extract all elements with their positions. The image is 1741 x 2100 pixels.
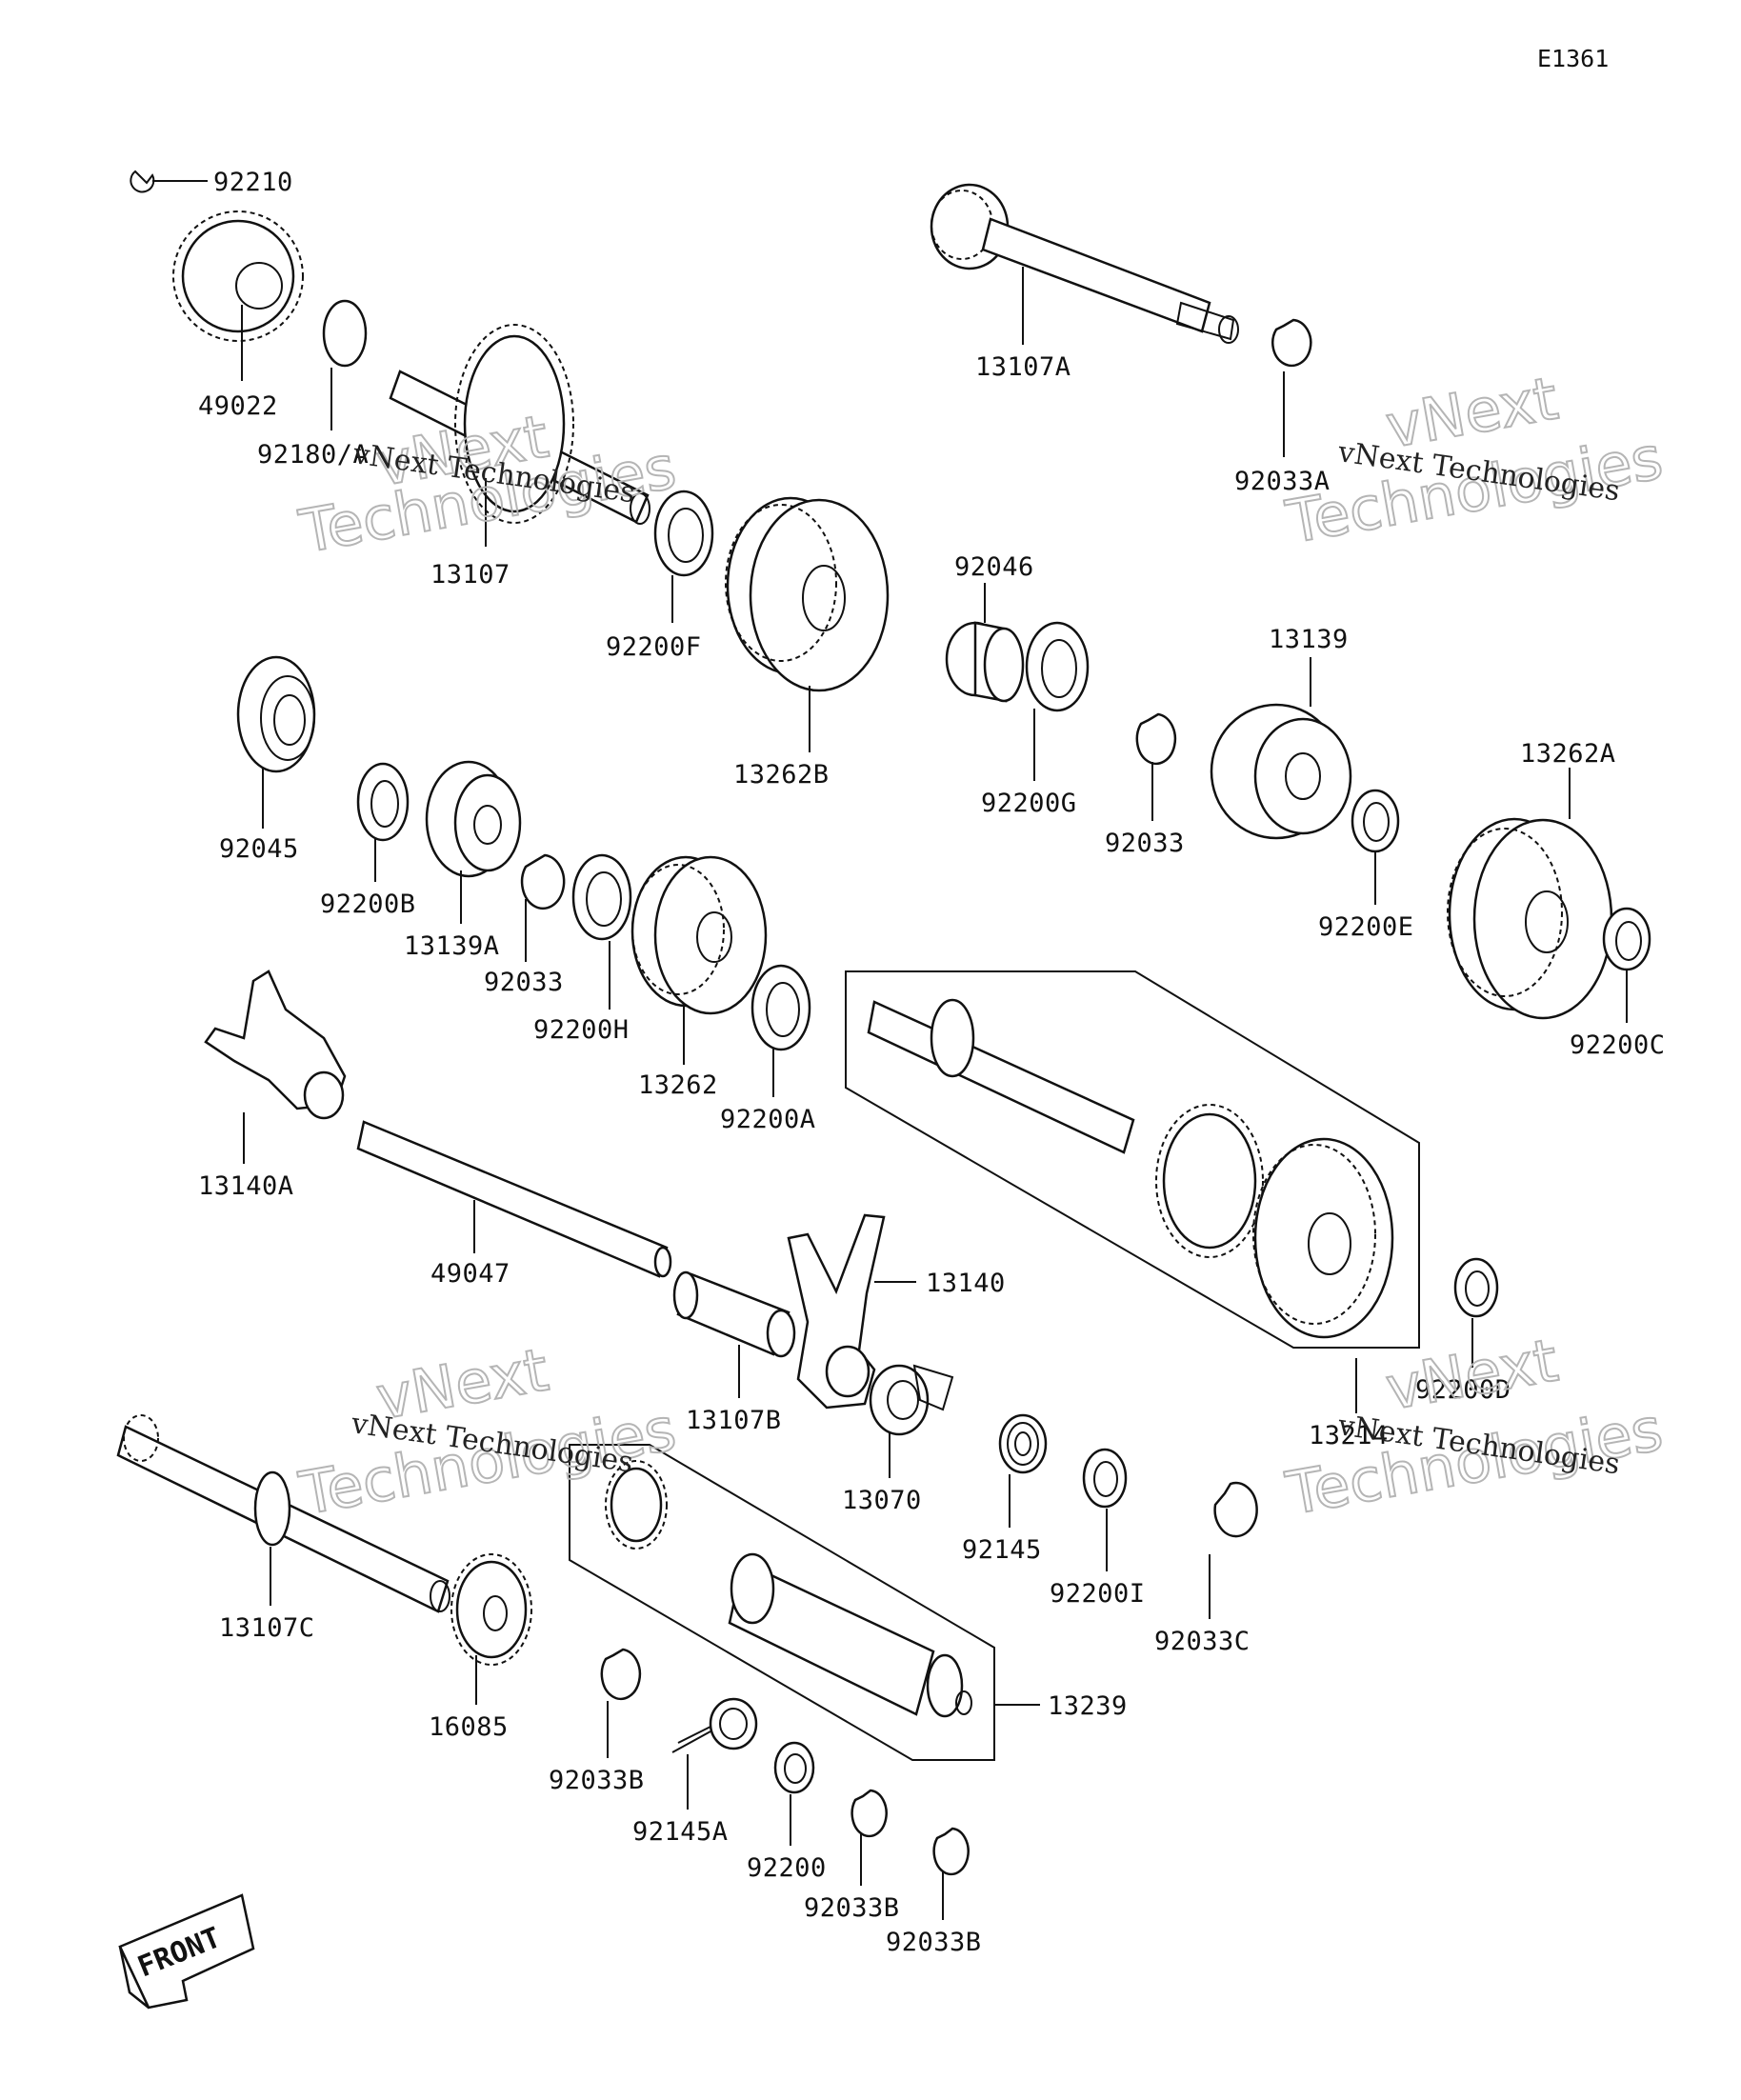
part-label-13107[interactable]: 13107 — [430, 560, 510, 590]
part-label-13239[interactable]: 13239 — [1048, 1691, 1128, 1721]
part-92200H-drawing — [571, 853, 632, 941]
part-label-13262B[interactable]: 13262B — [733, 760, 830, 790]
part-label-13140A[interactable]: 13140A — [198, 1171, 294, 1201]
part-label-92200[interactable]: 92200 — [747, 1853, 827, 1883]
part-92033B-3-drawing — [932, 1827, 970, 1876]
part-49047-drawing — [356, 1120, 672, 1278]
part-label-92200H[interactable]: 92200H — [533, 1015, 630, 1045]
part-label-92200F[interactable]: 92200F — [606, 632, 702, 662]
part-label-13107B[interactable]: 13107B — [686, 1406, 782, 1435]
part-label-92033-right[interactable]: 92033 — [1105, 829, 1185, 858]
part-92200G-drawing — [1025, 621, 1090, 712]
part-92200-drawing — [773, 1741, 815, 1794]
part-label-92033B-1[interactable]: 92033B — [549, 1766, 645, 1795]
part-label-92200G[interactable]: 92200G — [981, 789, 1077, 818]
part-label-92210[interactable]: 92210 — [213, 168, 293, 197]
part-label-92033B-2[interactable]: 92033B — [804, 1893, 900, 1923]
part-92200A-drawing — [750, 964, 811, 1051]
part-13214-drawing — [867, 998, 1394, 1339]
diagram-code: E1361 — [1537, 45, 1609, 72]
part-label-13070[interactable]: 13070 — [842, 1486, 922, 1515]
part-92145A-drawing — [671, 1697, 758, 1753]
part-92033C-drawing — [1213, 1481, 1258, 1538]
part-label-92200C[interactable]: 92200C — [1570, 1030, 1666, 1060]
part-label-92045[interactable]: 92045 — [219, 834, 299, 864]
part-label-92200I[interactable]: 92200I — [1050, 1579, 1146, 1609]
part-13070-drawing — [869, 1364, 954, 1436]
part-label-92033B-3[interactable]: 92033B — [886, 1928, 982, 1957]
part-label-92033C[interactable]: 92033C — [1154, 1627, 1251, 1656]
part-label-13107C[interactable]: 13107C — [219, 1613, 315, 1643]
part-92033B-2-drawing — [850, 1789, 888, 1838]
part-13139-drawing — [1210, 703, 1352, 840]
part-92033B-1-drawing — [600, 1648, 642, 1701]
part-49022-drawing — [172, 210, 304, 342]
part-13107-drawing — [389, 324, 650, 525]
part-label-92145[interactable]: 92145 — [962, 1535, 1042, 1565]
part-label-13107A[interactable]: 13107A — [975, 352, 1071, 382]
part-label-13262A[interactable]: 13262A — [1520, 739, 1616, 769]
part-label-92033-left[interactable]: 92033 — [484, 968, 564, 997]
part-92045-drawing — [236, 655, 316, 773]
part-13140-drawing — [787, 1213, 886, 1410]
part-label-92200E[interactable]: 92200E — [1318, 912, 1414, 942]
part-label-13139A[interactable]: 13139A — [404, 931, 500, 961]
part-label-13214[interactable]: 13214 — [1309, 1421, 1389, 1450]
part-92145-drawing — [998, 1413, 1048, 1474]
part-92200I-drawing — [1082, 1448, 1128, 1509]
assembly-frame-13239 — [569, 1444, 995, 1761]
part-label-92033A[interactable]: 92033A — [1234, 467, 1331, 496]
leader-lines — [152, 180, 1628, 1920]
part-16085-drawing — [450, 1553, 532, 1666]
part-13107A-drawing — [930, 183, 1239, 344]
part-13107B-drawing — [672, 1270, 796, 1358]
part-label-13262[interactable]: 13262 — [638, 1070, 718, 1100]
part-92046-drawing — [945, 621, 1025, 703]
part-label-92200B[interactable]: 92200B — [320, 890, 416, 919]
part-13107C-drawing — [116, 1414, 450, 1613]
watermark-group-1: vNext Technologies vNext Technologies — [293, 400, 682, 568]
part-label-92200A[interactable]: 92200A — [720, 1105, 816, 1134]
assembly-frame-13214 — [845, 970, 1420, 1349]
part-label-92180A[interactable]: 92180/A — [257, 440, 369, 470]
part-92200F-drawing — [653, 490, 714, 577]
watermark-group-2: vNext Technologies vNext Technologies — [1280, 362, 1669, 558]
part-label-16085[interactable]: 16085 — [429, 1712, 509, 1742]
part-92200B-drawing — [356, 762, 410, 842]
part-92033A-drawing — [1271, 318, 1312, 368]
front-arrow: FRONT — [118, 1893, 255, 2010]
part-13262B-drawing — [725, 496, 890, 692]
part-92180A-drawing — [322, 299, 368, 368]
part-92200C-drawing — [1602, 907, 1651, 971]
part-13140A-drawing — [204, 970, 347, 1120]
part-13239-drawing — [605, 1460, 972, 1718]
watermark-big-4a: vNext — [1381, 1325, 1563, 1423]
part-92200E-drawing — [1351, 789, 1400, 853]
part-13262-drawing — [630, 855, 768, 1015]
part-label-92046[interactable]: 92046 — [954, 552, 1034, 582]
watermark-group-4: vNext Technologies vNext Technologies — [1280, 1324, 1669, 1530]
part-92210-drawing — [130, 170, 155, 193]
part-92033-right-drawing — [1135, 712, 1177, 766]
part-label-13140[interactable]: 13140 — [926, 1269, 1006, 1298]
part-label-49022[interactable]: 49022 — [198, 391, 278, 421]
part-label-92200D[interactable]: 92200D — [1415, 1375, 1511, 1405]
part-13262A-drawing — [1447, 817, 1613, 1020]
part-label-13139[interactable]: 13139 — [1269, 625, 1349, 654]
part-92033-left-drawing — [520, 853, 566, 910]
part-13139A-drawing — [425, 760, 522, 878]
part-label-49047[interactable]: 49047 — [430, 1259, 510, 1289]
part-label-92145A[interactable]: 92145A — [632, 1817, 729, 1847]
part-92200D-drawing — [1453, 1257, 1499, 1318]
